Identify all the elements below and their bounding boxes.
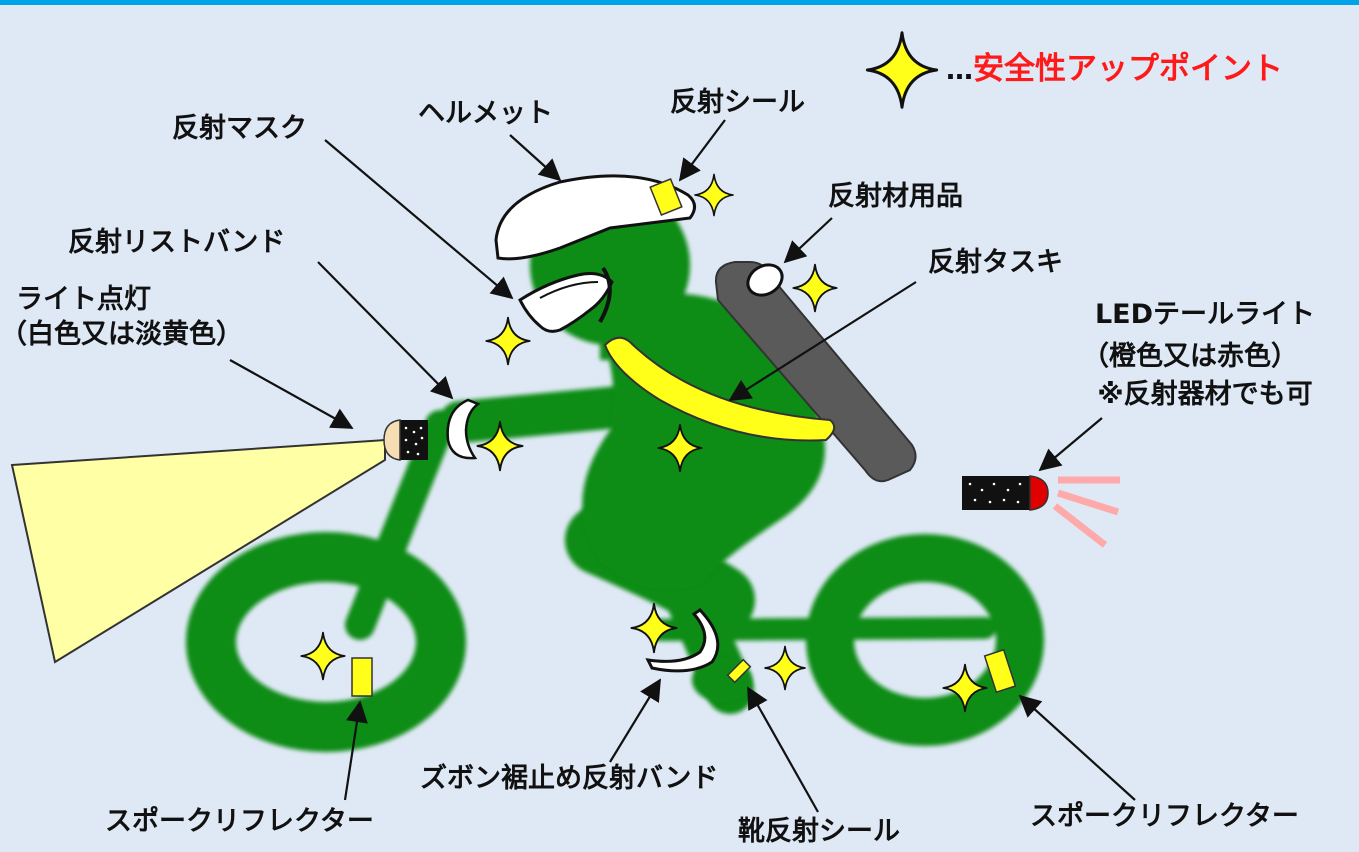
shoe-reflective-sticker — [726, 658, 752, 684]
arrow-wristband — [317, 261, 454, 400]
headlight-body — [400, 420, 428, 460]
reflective-goods-bag — [714, 261, 917, 483]
label-shoe-sticker: 靴反射シール — [738, 816, 900, 847]
arrow-goods — [783, 217, 833, 264]
label-spoke-reflector-front: スポークリフレクター — [105, 806, 374, 837]
rear-spoke-reflector — [983, 648, 1017, 694]
legend-sparkle-icon — [867, 33, 936, 108]
reflective-goods-ring — [746, 263, 784, 297]
arrow-helmet-sticker — [678, 119, 726, 182]
arrow-headlight — [229, 359, 354, 429]
label-reflective-mask: 反射マスク — [172, 113, 307, 144]
label-led-tail-light: LEDテールライト — [1094, 299, 1316, 330]
rear-wheel — [806, 534, 1044, 746]
helmet-reflective-sticker — [649, 177, 683, 217]
legend: …安全性アップポイント — [946, 52, 1283, 88]
sparkle-icon-helmet — [693, 173, 735, 217]
arrow-sash — [728, 281, 917, 401]
sparkle-icon-goods — [792, 263, 838, 313]
reflective-mask-shape — [518, 272, 614, 333]
arrow-shoe — [747, 686, 819, 813]
helmet-shape — [494, 174, 696, 261]
tail-light-lens — [1029, 475, 1049, 511]
arrow-helmet — [509, 134, 562, 182]
sparkle-icon-front-wheel — [300, 631, 346, 681]
callout-arrows — [229, 119, 1136, 813]
label-reflective-sticker-helmet: 反射シール — [670, 87, 805, 118]
arrow-mask — [324, 139, 514, 300]
tail-light-body — [962, 476, 1030, 510]
label-trouser-band: ズボン裾止め反射バンド — [420, 763, 719, 794]
front-wheel — [186, 532, 466, 752]
arrow-trouser — [609, 678, 661, 763]
trouser-reflective-band — [645, 608, 720, 673]
label-light-on: ライト点灯 — [16, 284, 151, 315]
label-tail-light-note: ※反射器材でも可 — [1097, 379, 1313, 410]
legend-text: 安全性アップポイント — [973, 51, 1283, 87]
arrow-front-spoke — [343, 700, 368, 801]
headlight-beam — [10, 438, 386, 664]
arrow-taillight — [1038, 417, 1103, 472]
label-spoke-reflector-rear: スポークリフレクター — [1030, 801, 1299, 832]
front-spoke-reflector — [351, 657, 373, 697]
tail-light-glow — [1052, 476, 1120, 548]
sparkle-icon-mask — [485, 316, 531, 366]
label-reflective-wristband: 反射リストバンド — [68, 227, 286, 258]
sparkle-icon-shoe — [763, 645, 807, 691]
top-accent-bar — [0, 0, 1359, 5]
reflective-wristband-shape — [446, 398, 481, 460]
label-helmet: ヘルメット — [418, 98, 553, 129]
arrow-rear-spoke — [1018, 694, 1136, 801]
reflective-sash — [603, 336, 836, 442]
legend-ellipsis: … — [946, 55, 973, 86]
label-light-color: （白色又は淡黄色） — [0, 319, 243, 350]
label-tail-light-color: （橙色又は赤色） — [1082, 341, 1298, 372]
label-reflective-sash: 反射タスキ — [928, 247, 1063, 278]
headlight-lens — [383, 419, 401, 461]
label-reflective-goods: 反射材用品 — [828, 181, 963, 212]
